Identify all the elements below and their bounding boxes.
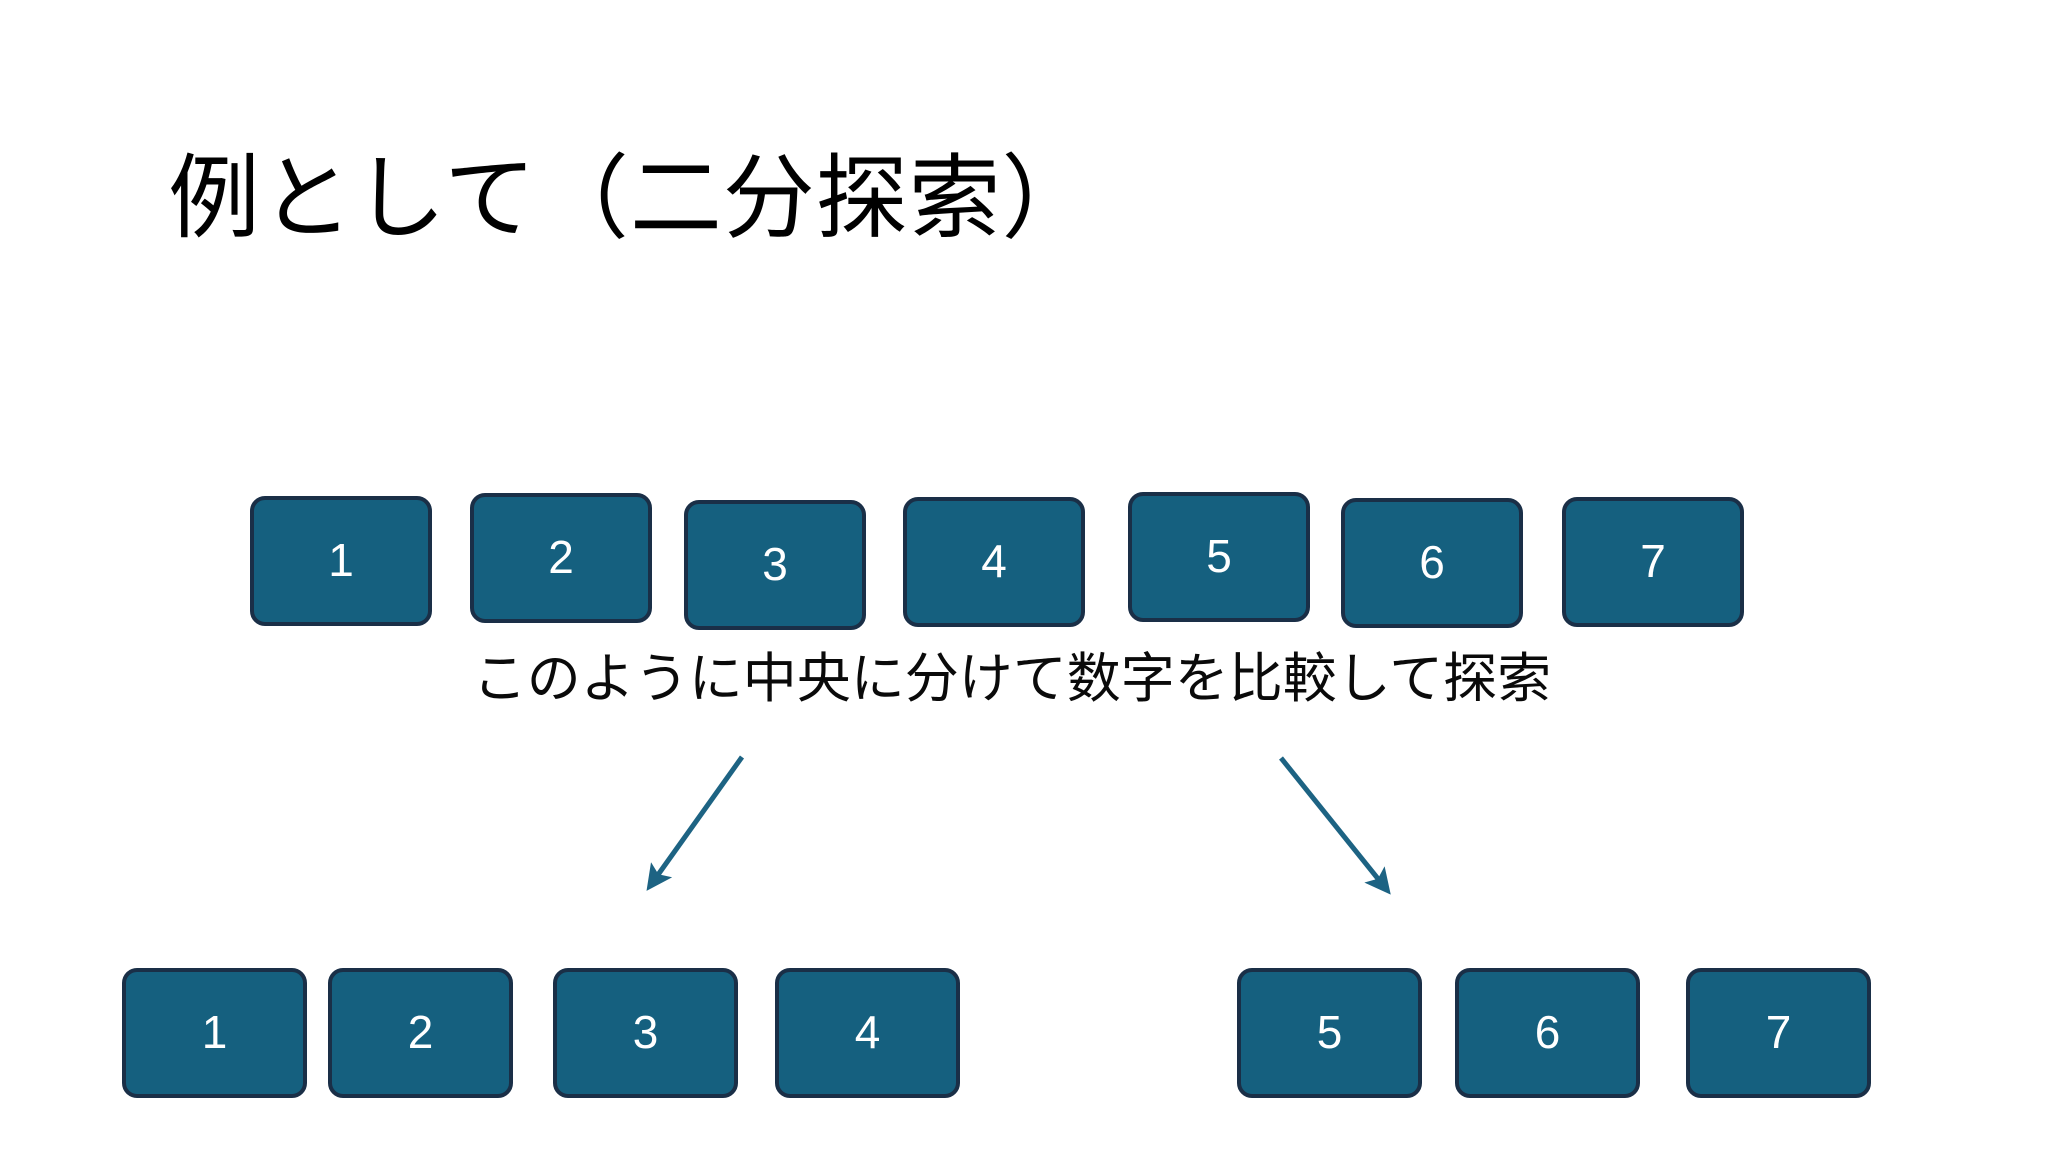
box-number-label: 7 [1765,1006,1792,1058]
page-title: 例として（二分探索） [168,148,1095,250]
array-box-4: 4 [903,497,1085,627]
box-number-label: 3 [632,1006,659,1058]
box-number-label: 5 [1206,530,1232,582]
array-box-5: 5 [1128,492,1310,622]
array-box-7: 7 [1562,497,1744,627]
arrow-to-right-half [1279,756,1391,895]
box-number-label: 2 [548,531,574,583]
left-half-box-4: 4 [775,968,960,1098]
box-number-label: 3 [762,538,788,590]
box-number-label: 4 [854,1006,881,1058]
caption-label: このように中央に分けて数字を比較して探索 [472,649,1552,709]
left-half-box-2: 2 [328,968,513,1098]
box-number-label: 1 [201,1006,228,1058]
box-number-label: 6 [1419,536,1445,588]
left-half-box-1: 1 [122,968,307,1098]
box-number-label: 4 [981,535,1007,587]
left-half-box-3: 3 [553,968,738,1098]
box-number-label: 7 [1640,535,1666,587]
box-number-label: 6 [1534,1006,1561,1058]
arrow-to-left-half [646,755,745,891]
right-half-box-7: 7 [1686,968,1871,1098]
caption-text: このように中央に分けて数字を比較して探索 [0,648,2048,710]
box-number-label: 2 [407,1006,434,1058]
box-number-label: 1 [328,534,354,586]
right-half-box-6: 6 [1455,968,1640,1098]
array-box-3: 3 [684,500,866,630]
box-number-label: 5 [1316,1006,1343,1058]
right-half-box-5: 5 [1237,968,1422,1098]
array-box-6: 6 [1341,498,1523,628]
array-box-2: 2 [470,493,652,623]
array-box-1: 1 [250,496,432,626]
